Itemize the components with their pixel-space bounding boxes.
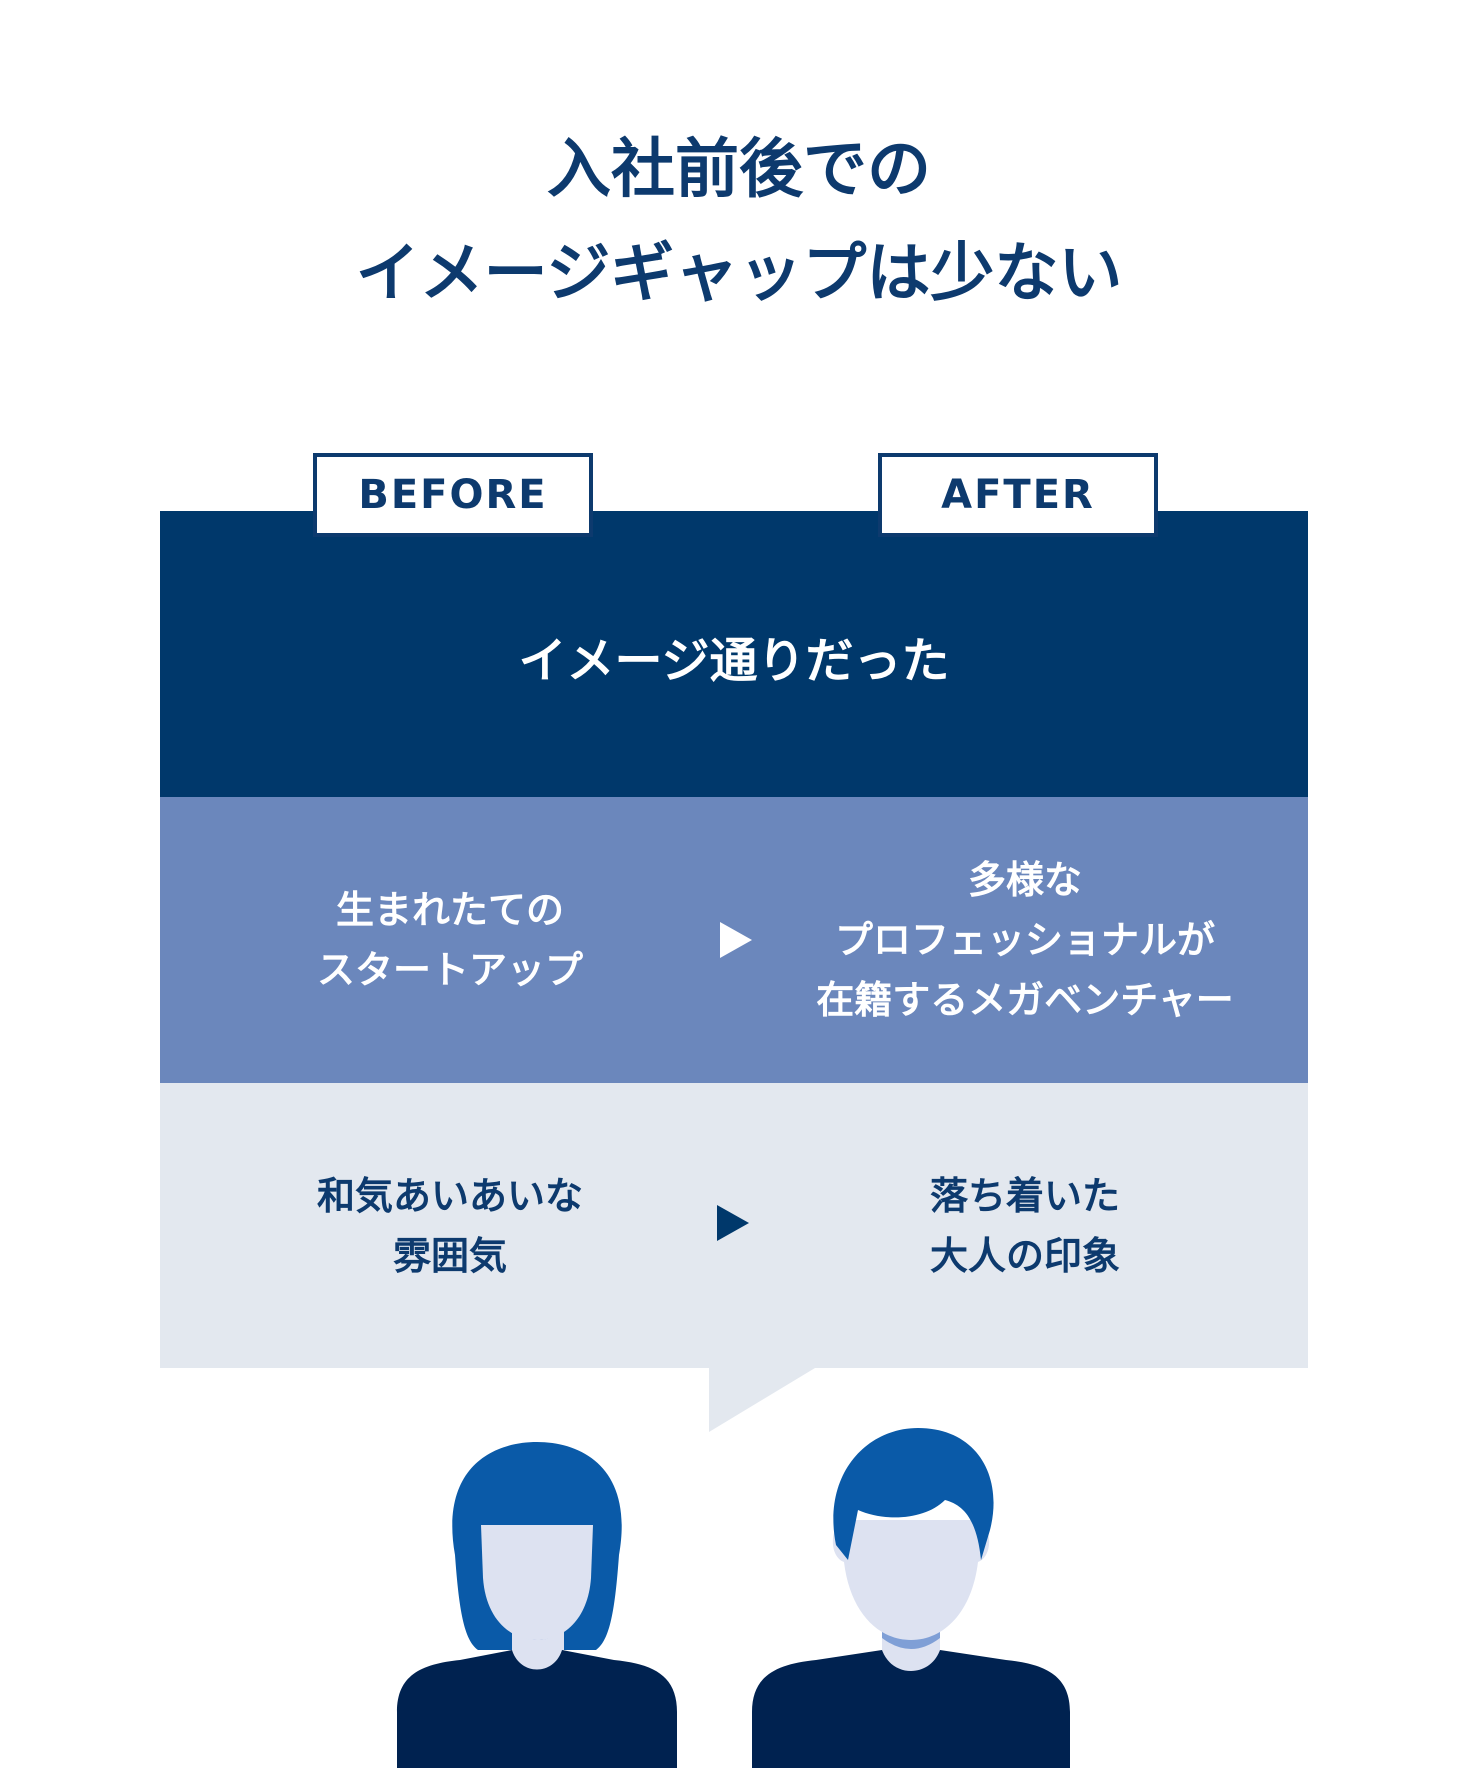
comparison-row-company: 生まれたての スタートアップ 多様な プロフェッショナルが 在籍するメガベンチャ… — [160, 797, 1308, 1083]
before-text-company: 生まれたての スタートアップ — [220, 797, 680, 1083]
text-line: 在籍するメガベンチャー — [816, 978, 1234, 1022]
arrow-right-icon — [717, 1205, 749, 1241]
text-line: 雰囲気 — [392, 1233, 507, 1278]
title-line-2: イメージギャップは少ない — [355, 237, 1123, 311]
text-line: スタートアップ — [316, 948, 583, 992]
text-line: 落ち着いた — [929, 1173, 1120, 1218]
comparison-row-atmosphere: 和気あいあいな 雰囲気 落ち着いた 大人の印象 — [160, 1083, 1308, 1368]
text-line: 多様な — [967, 858, 1082, 902]
arrow-right-icon — [720, 922, 752, 958]
headline-panel: イメージ通りだった — [160, 511, 1308, 797]
after-text-company: 多様な プロフェッショナルが 在籍するメガベンチャー — [760, 797, 1290, 1083]
after-text-atmosphere: 落ち着いた 大人の印象 — [760, 1083, 1290, 1368]
page-title: 入社前後での イメージギャップは少ない — [0, 118, 1478, 326]
before-text-atmosphere: 和気あいあいな 雰囲気 — [220, 1083, 680, 1368]
text-line: 和気あいあいな — [316, 1173, 583, 1218]
text-line: プロフェッショナルが — [834, 918, 1215, 962]
title-line-1: 入社前後での — [547, 133, 931, 207]
headline-text: イメージ通りだった — [518, 633, 950, 689]
text-line: 生まれたての — [335, 888, 564, 932]
text-line: 大人の印象 — [929, 1233, 1120, 1278]
man-avatar-icon — [752, 1428, 1070, 1768]
speech-figures — [397, 1368, 1070, 1768]
woman-avatar-icon — [397, 1442, 677, 1768]
speech-bubble-tail — [709, 1368, 815, 1432]
before-tab-label: BEFORE — [313, 453, 593, 537]
after-tab-label: AFTER — [878, 453, 1158, 537]
